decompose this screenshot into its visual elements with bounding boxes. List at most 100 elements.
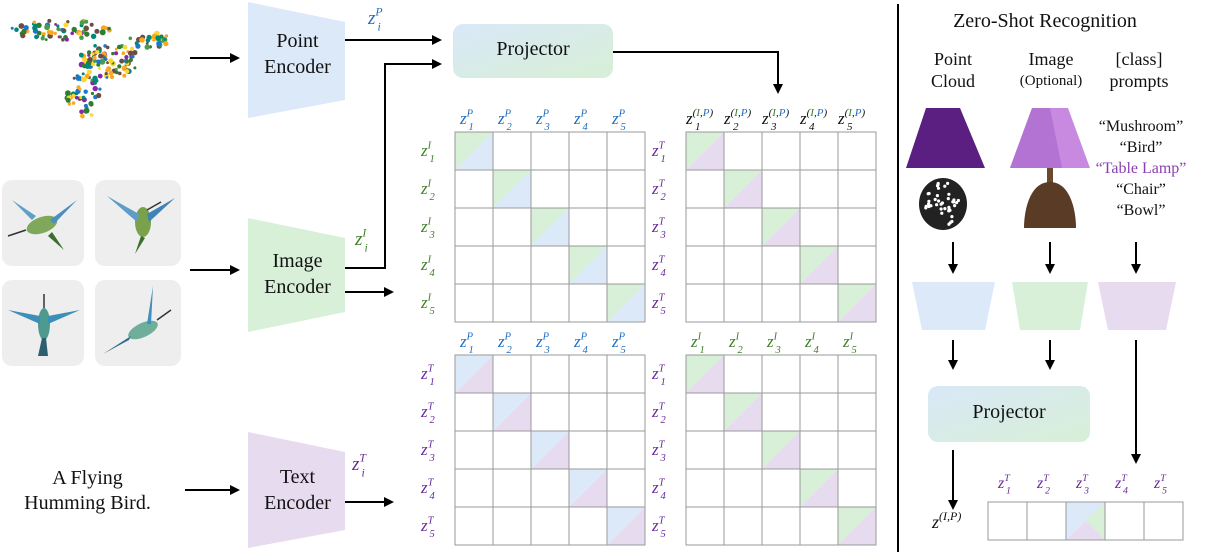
diag-cell-lower: [762, 208, 800, 246]
matrix-cell: [606, 207, 646, 247]
matrix-cell: [761, 131, 801, 171]
bird-photo-4: [95, 280, 181, 366]
matrix-cell: [606, 468, 646, 508]
lamp-point-cloud-icon: [906, 108, 985, 230]
matrix-cell: [568, 131, 608, 171]
matrix-cell: [723, 468, 763, 508]
matrix-cell: [685, 169, 725, 209]
matrix-cell: [761, 283, 801, 323]
matrix-cell: [837, 207, 877, 247]
matrix-cell: [454, 283, 494, 323]
matrix-cell: [492, 354, 532, 394]
matrix-cell: [723, 354, 763, 394]
matrix-axis-label: z(I,P)3: [761, 107, 789, 133]
matrix-cell: [837, 169, 877, 209]
matrix-cell: [454, 169, 494, 209]
image-encoder-shape: [248, 218, 345, 332]
matrix-cell: [606, 131, 646, 171]
matrix-cell: [685, 283, 725, 323]
diag-cell-lower: [686, 132, 724, 170]
matrix-cell: [723, 430, 763, 470]
zs-projector-label: Projector: [972, 401, 1046, 423]
matrix-axis-label: z(I,P)1: [685, 107, 713, 133]
point-cloud-bird-image: [0, 0, 185, 125]
matrix-cell-border: [837, 506, 877, 546]
matrix-cell: [568, 392, 608, 432]
point-encoder-shape: [248, 2, 345, 118]
bird-photo-1: [2, 180, 84, 266]
diag-cell-lower: [838, 284, 876, 322]
hummingbird-icon: [103, 286, 172, 354]
diag-cell-lower: [531, 208, 569, 246]
arrow: [613, 51, 783, 94]
projector-label: Projector: [496, 38, 570, 60]
zs-text-encoder-shape: [1098, 282, 1176, 330]
matrix-cell: [568, 283, 608, 323]
matrix-cell: [837, 245, 877, 285]
matrix-cell: [606, 169, 646, 209]
matrix-cell: [530, 245, 570, 285]
zero-shot-title: Zero-Shot Recognition: [953, 10, 1137, 32]
matrix-cell-border: [606, 506, 646, 546]
matrix-cell: [723, 207, 763, 247]
matrix-cell: [530, 468, 570, 508]
matrix-cell: [761, 392, 801, 432]
diag-cell-lower: [800, 469, 838, 507]
matrix-cell: [492, 245, 532, 285]
text-encoder-shape: [248, 432, 345, 548]
matrix-cell: [799, 430, 839, 470]
matrix-cell: [799, 392, 839, 432]
matrix-cell: [761, 468, 801, 508]
matrix-cell: [492, 468, 532, 508]
matrix-cell: [799, 131, 839, 171]
matrix-cell: [492, 131, 532, 171]
prompt-mushroom: “Mushroom”: [1098, 118, 1184, 135]
matrix-cell: [530, 506, 570, 546]
matrix-cell: [723, 506, 763, 546]
diag-cell-lower: [569, 469, 607, 507]
matrix-cell: [568, 506, 608, 546]
diag-cell-lower: [800, 246, 838, 284]
zs-image-encoder-shape: [1012, 282, 1088, 330]
matrix-cell: [761, 506, 801, 546]
matrix-cell: [723, 283, 763, 323]
matrix-cell: [568, 430, 608, 470]
diag-cell-lower: [569, 246, 607, 284]
matrix-cell: [454, 207, 494, 247]
matrix-cell: [454, 392, 494, 432]
bird-photo-3: [2, 280, 84, 366]
matrix-cell: [685, 207, 725, 247]
arrow: [345, 59, 442, 269]
matrix-cell: [492, 283, 532, 323]
col-prompts: [class]prompts: [1109, 49, 1169, 91]
matrix-cell: [799, 169, 839, 209]
matrix-cell: [685, 430, 725, 470]
diag-cell-lower: [493, 393, 531, 431]
matrix-cell: [530, 169, 570, 209]
